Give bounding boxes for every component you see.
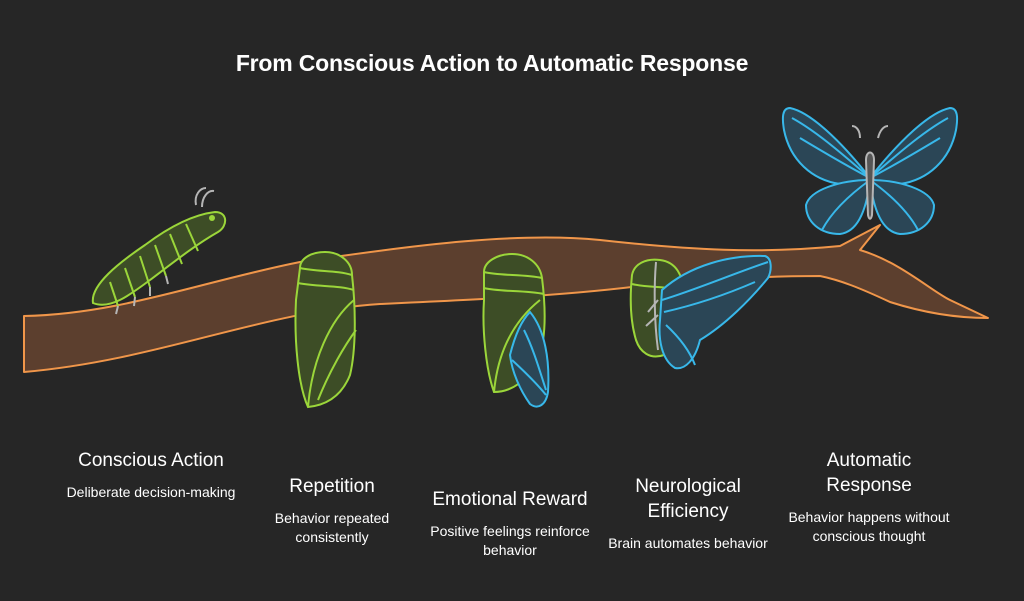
stage-heading: Emotional Reward <box>432 489 588 510</box>
stage-automatic-response: Automatic Response Behavior happens with… <box>784 448 954 546</box>
chrysalis-icon <box>294 250 357 409</box>
stage-description: Positive feelings reinforce behavior <box>430 523 590 558</box>
stage-conscious-action: Conscious Action Deliberate decision-mak… <box>66 448 236 502</box>
stage-description: Deliberate decision-making <box>66 484 236 500</box>
stage-neurological-efficiency: Neurological Efficiency Brain automates … <box>603 474 773 553</box>
emerging-butterfly-icon <box>629 254 772 370</box>
diagram-title: From Conscious Action to Automatic Respo… <box>235 50 749 76</box>
stage-repetition: Repetition Behavior repeated consistentl… <box>247 474 417 547</box>
stage-emotional-reward: Emotional Reward Positive feelings reinf… <box>425 487 595 560</box>
stage-description: Brain automates behavior <box>608 535 768 551</box>
stage-heading: Neurological Efficiency <box>635 476 741 522</box>
stage-description: Behavior happens without conscious thoug… <box>788 509 950 544</box>
stage-heading: Conscious Action <box>78 450 224 471</box>
caterpillar-icon <box>91 187 227 315</box>
butterfly-icon <box>781 106 959 236</box>
stage-description: Behavior repeated consistently <box>274 510 390 545</box>
chrysalis-opening-icon <box>482 252 550 408</box>
stage-heading: Repetition <box>289 476 375 497</box>
stage-heading: Automatic Response <box>826 450 912 496</box>
